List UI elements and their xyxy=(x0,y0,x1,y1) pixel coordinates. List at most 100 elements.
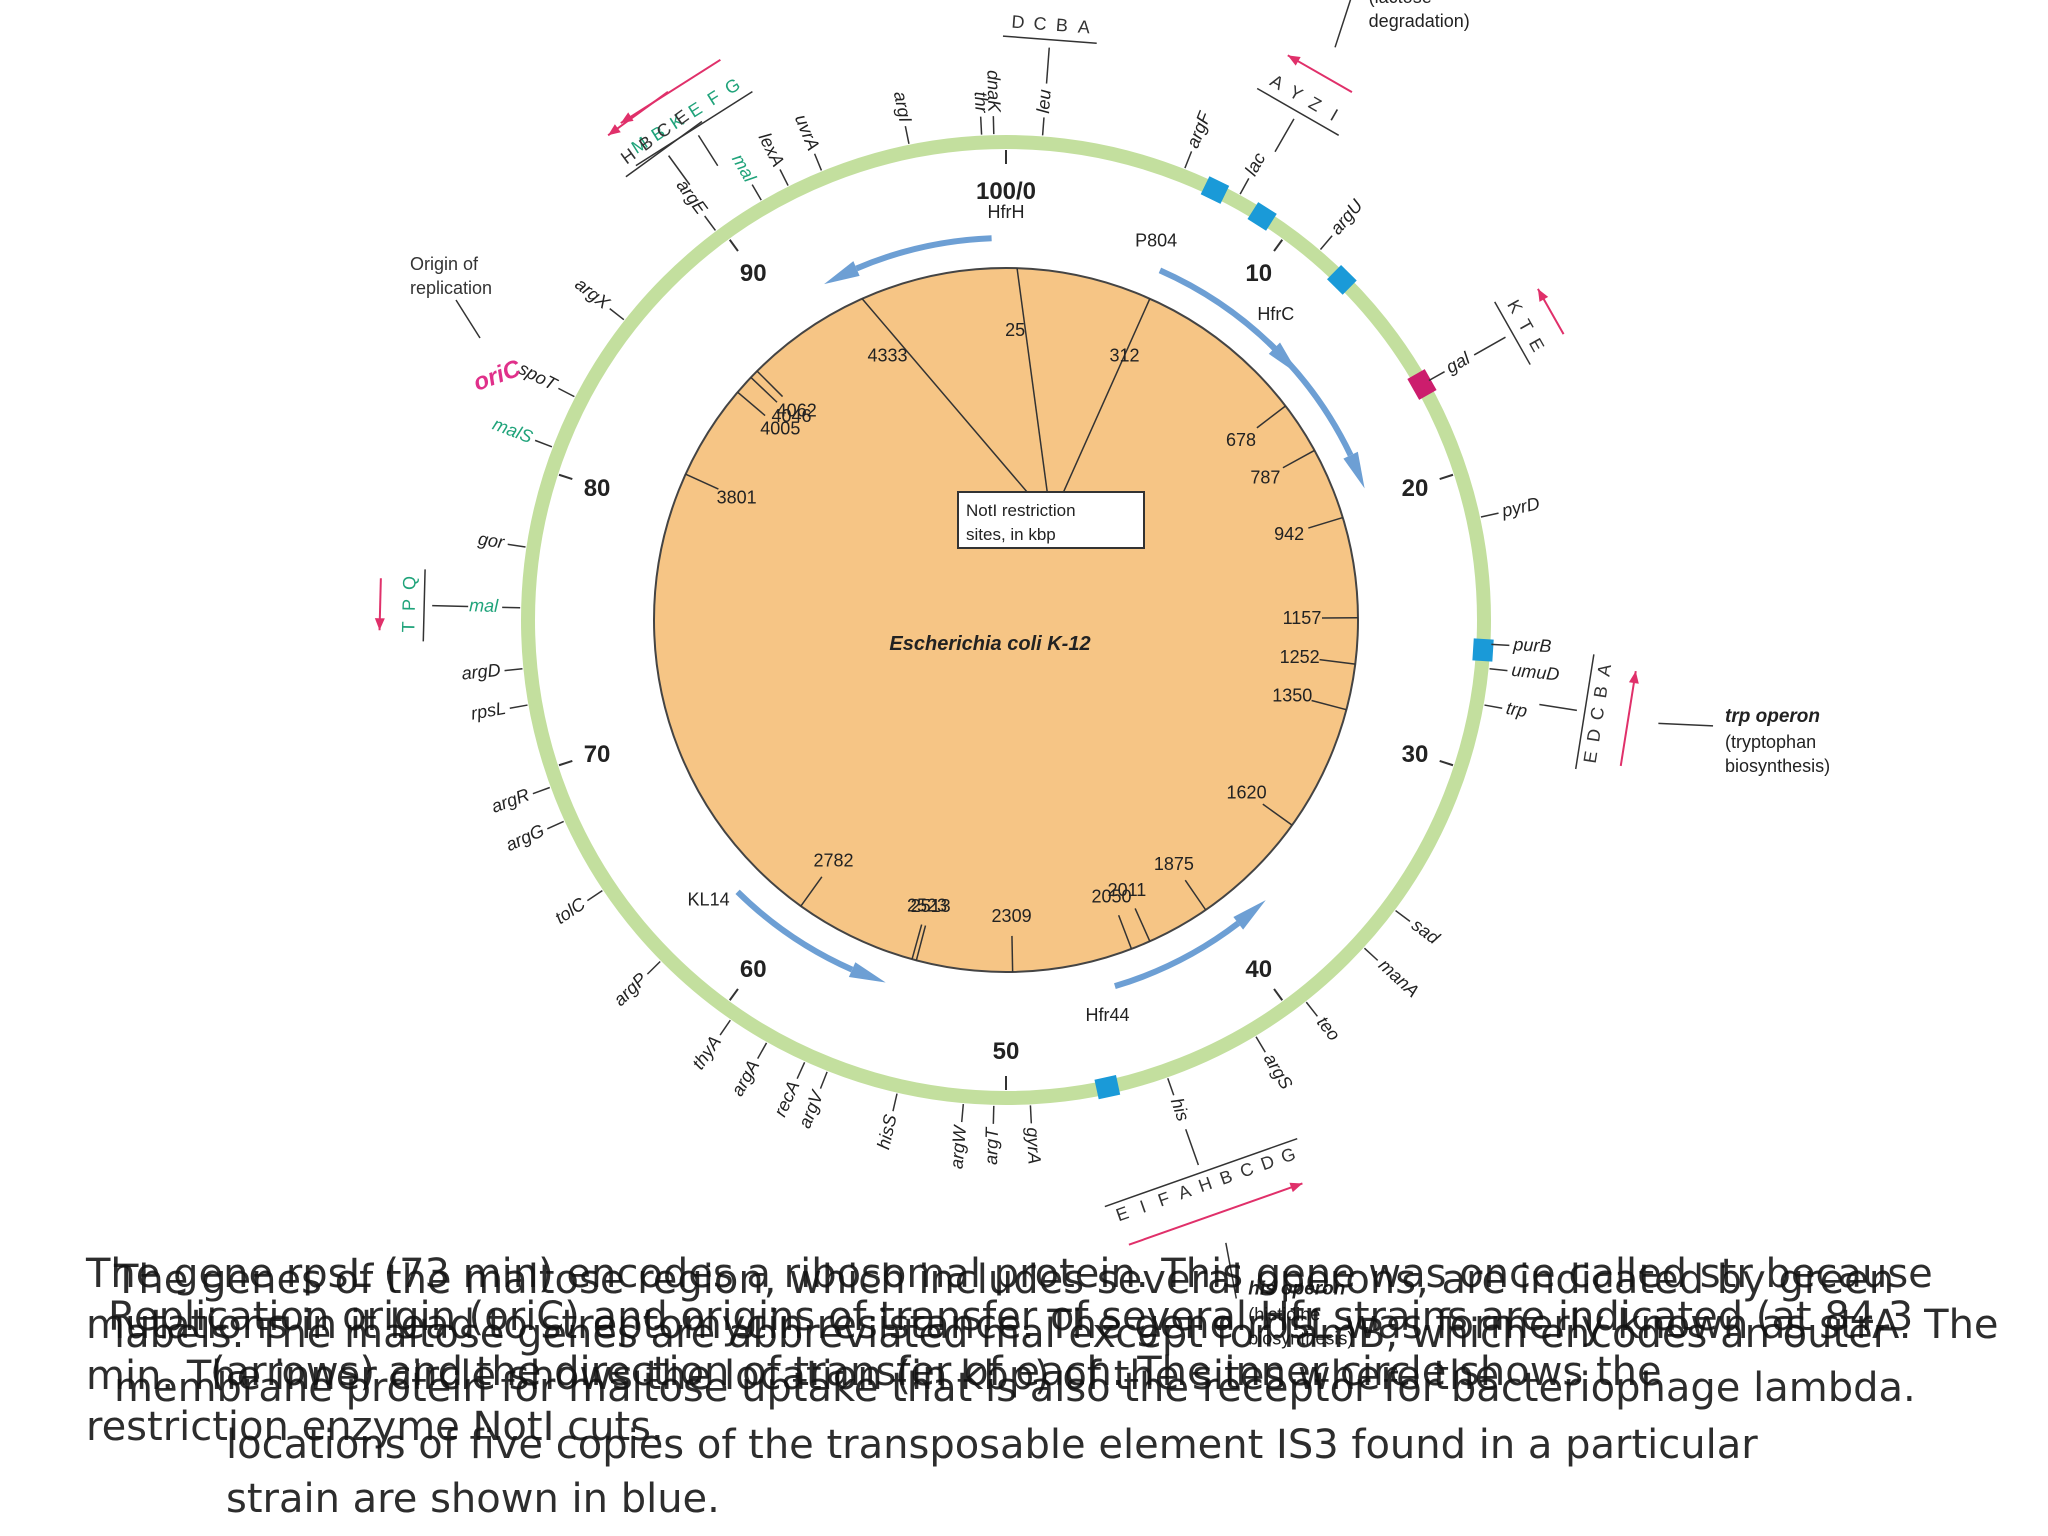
caption-line: (arrows) and the direction of transfer o… xyxy=(210,1349,1662,1395)
noti-site: 678 xyxy=(1226,405,1286,450)
gene-label: argX xyxy=(571,274,614,314)
noti-site-label: 1350 xyxy=(1272,685,1312,705)
operon-desc: degradation) xyxy=(1369,11,1470,31)
gene-label: argW xyxy=(946,1123,970,1170)
noti-legend-line: NotI restriction xyxy=(966,501,1076,520)
minute-mark: 20 xyxy=(1402,473,1454,502)
caption-line: mutations in it lead to streptomycin res… xyxy=(86,1302,1999,1348)
noti-site-label: 2513 xyxy=(911,896,951,916)
minute-mark: 30 xyxy=(1402,741,1454,768)
hfr-arrowhead xyxy=(824,261,860,285)
gene-marker: gal xyxy=(1428,348,1475,382)
noti-site: 2050 xyxy=(1091,887,1133,950)
minute-label: 10 xyxy=(1245,260,1272,287)
hfr-label: HfrC xyxy=(1257,304,1294,324)
cluster-letter: Y xyxy=(1286,82,1306,105)
noti-site-label: 1157 xyxy=(1283,608,1322,628)
minute-label: 30 xyxy=(1402,741,1429,768)
caption-line: The gene rpsL (73 min) encodes a ribosom… xyxy=(86,1251,1933,1297)
hfr-arrowhead xyxy=(1233,900,1266,930)
noti-site-label: 4333 xyxy=(867,345,907,365)
gene-marker: tolC xyxy=(551,890,603,928)
gene-marker: rpsL xyxy=(469,698,528,724)
gene-cluster: KTE xyxy=(1473,288,1565,365)
noti-site-label: 3801 xyxy=(717,487,757,507)
minute-label: 40 xyxy=(1245,956,1272,983)
cluster-letter: H xyxy=(1196,1173,1215,1196)
gene-label: gor xyxy=(477,529,507,553)
gene-label: purB xyxy=(1512,634,1552,656)
gene-marker: thr xyxy=(971,91,992,135)
noti-site-label: 1252 xyxy=(1280,647,1320,667)
noti-legend-line: sites, in kbp xyxy=(966,525,1056,544)
gene-label: lac xyxy=(1241,149,1270,179)
gene-label: gal xyxy=(1443,348,1475,378)
cluster-letter: T xyxy=(398,621,418,632)
hfr-label: Hfr44 xyxy=(1085,1005,1129,1025)
gene-label: pyrD xyxy=(1499,493,1541,521)
noti-site-label: 678 xyxy=(1226,430,1256,450)
noti-site: 1350 xyxy=(1272,685,1347,711)
gene-label: argA xyxy=(727,1057,763,1100)
noti-site-label: 4005 xyxy=(760,418,800,438)
gene-label: argF xyxy=(1183,108,1216,151)
cluster-letter: F xyxy=(1155,1188,1172,1211)
noti-site: 2782 xyxy=(800,851,854,907)
minute-label: 90 xyxy=(740,260,767,287)
hfr-label: HfrH xyxy=(988,202,1025,222)
gal-marker xyxy=(1407,369,1437,400)
noti-site: 787 xyxy=(1250,449,1315,487)
gene-label: uvrA xyxy=(791,112,824,154)
gene-label: his xyxy=(1167,1095,1194,1123)
cluster-letter: I xyxy=(1137,1196,1148,1217)
operon-desc: biosynthesis) xyxy=(1248,1328,1353,1348)
hfr-label: KL14 xyxy=(688,889,730,909)
noti-site-label: 2782 xyxy=(814,851,854,871)
cluster-letter: D xyxy=(1258,1151,1277,1174)
cluster-letter: C xyxy=(1033,13,1047,34)
caption-line: strain are shown in blue. xyxy=(226,1476,720,1522)
hfr-arrowhead xyxy=(848,962,886,983)
gene-label: dnaK xyxy=(983,70,1004,114)
minute-label: 60 xyxy=(740,956,767,983)
minute-mark: 40 xyxy=(1245,956,1284,1001)
cluster-letter: A xyxy=(1176,1181,1194,1204)
noti-site-label: 2011 xyxy=(1108,880,1147,900)
cluster-letter: Q xyxy=(399,576,419,591)
origin-desc: replication xyxy=(410,278,492,298)
gene-label: argI xyxy=(890,90,916,124)
gene-label: manA xyxy=(1375,955,1423,1002)
gene-marker: mal xyxy=(728,150,762,201)
gene-label: teo xyxy=(1313,1012,1344,1044)
gene-marker: lexA xyxy=(755,130,789,186)
gene-marker: mal xyxy=(469,595,521,616)
gene-label: thyA xyxy=(688,1032,725,1073)
caption-line: min. The inner circle shows the location… xyxy=(86,1353,1500,1399)
minute-mark: 70 xyxy=(558,741,610,768)
operon: AYZIlac operon(lactosedegradation) xyxy=(1256,0,1470,153)
minute-mark: 60 xyxy=(728,956,767,1001)
noti-site: 312 xyxy=(1050,298,1151,521)
gene-label: argG xyxy=(503,820,548,855)
cluster-letter: B xyxy=(1590,684,1612,699)
caption-line: locations of five copies of the transpos… xyxy=(226,1422,1758,1468)
operon-desc: biosynthesis) xyxy=(1725,756,1830,776)
cluster-letter: F xyxy=(704,87,724,110)
noti-site: 2523 xyxy=(907,895,947,960)
gene-marker: argW xyxy=(946,1104,970,1170)
gene-label: malS xyxy=(490,414,535,447)
noti-site: 25 xyxy=(1005,268,1052,521)
inner-disc xyxy=(653,267,1359,973)
gene-marker: spoT xyxy=(515,358,575,398)
cluster-letter: C xyxy=(1586,706,1608,722)
cluster-letter: K xyxy=(1503,296,1526,316)
is3-site-marker xyxy=(1094,1075,1121,1100)
gene-label: argD xyxy=(461,660,502,684)
noti-site-label: 942 xyxy=(1274,524,1304,544)
gene-marker: argV xyxy=(795,1071,828,1131)
minute-mark: 10 xyxy=(1245,239,1284,287)
noti-site-label: 4062 xyxy=(777,401,817,421)
is3-site-marker xyxy=(1200,176,1230,204)
origin-of-replication: Origin of replication oriC xyxy=(410,254,525,397)
